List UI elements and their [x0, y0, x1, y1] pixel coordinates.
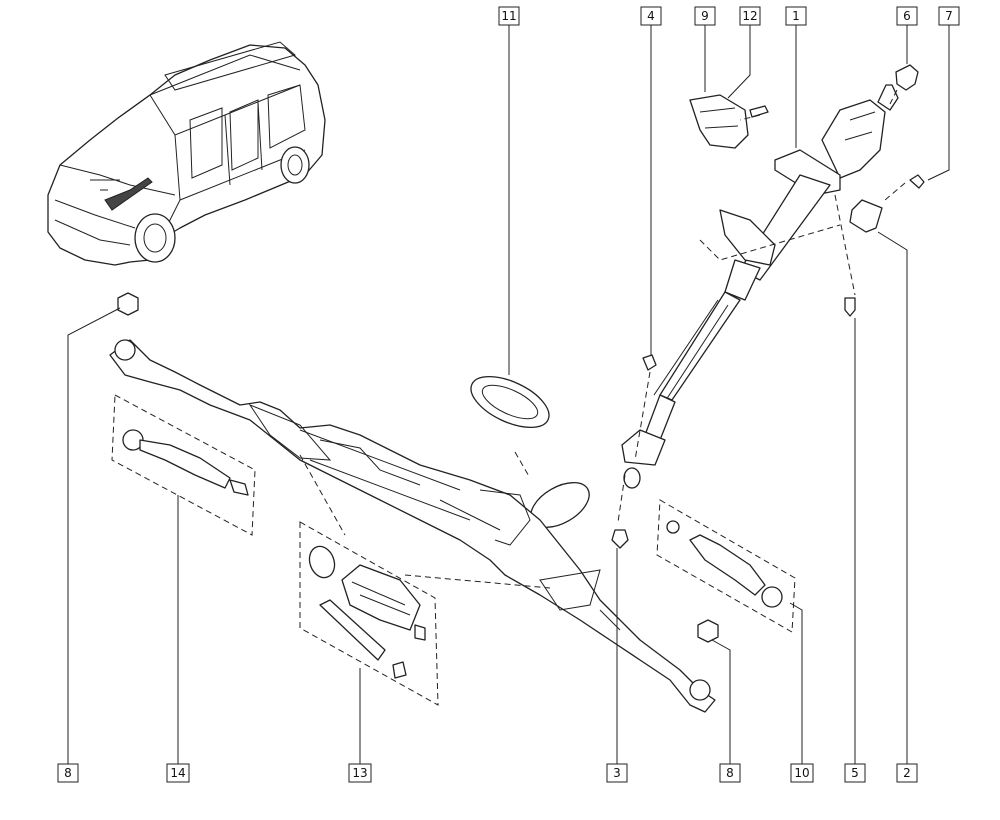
callout-label: 5 [851, 766, 859, 780]
vehicle-illustration [47, 41, 326, 266]
callout-label: 2 [903, 766, 911, 780]
callout-label: 1 [792, 9, 800, 23]
assembly-guide-lines [299, 89, 906, 589]
callout-7: 7 [938, 6, 960, 26]
callout-10: 10 [790, 763, 814, 783]
bellows-boot-kit [299, 521, 439, 706]
nuts [117, 292, 719, 643]
steering-column [621, 84, 899, 489]
callout-label: 11 [501, 9, 516, 23]
leader-lines [67, 25, 950, 764]
tie-rod-end-left-kit [111, 394, 256, 536]
tie-rod-end-right-kit [656, 499, 796, 633]
callout-label: 14 [170, 766, 185, 780]
callout-12: 12 [739, 6, 761, 26]
callout-1: 1 [785, 6, 807, 26]
callout-label: 10 [794, 766, 809, 780]
steering-rack [109, 339, 716, 713]
callout-label: 8 [726, 766, 734, 780]
callout-4: 4 [640, 6, 662, 26]
seal-grommet [470, 375, 590, 528]
callout-6: 6 [896, 6, 918, 26]
callout-label: 12 [742, 9, 757, 23]
callout-label: 7 [945, 9, 953, 23]
callout-2: 2 [896, 763, 918, 783]
callout-label: 9 [701, 9, 709, 23]
callout-label: 8 [64, 766, 72, 780]
callout-8-left: 8 [57, 763, 79, 783]
callout-label: 4 [647, 9, 655, 23]
callout-5: 5 [844, 763, 866, 783]
bolts-center [611, 354, 657, 549]
callout-8-right: 8 [719, 763, 741, 783]
small-parts-upper-right [844, 64, 925, 317]
callout-14: 14 [166, 763, 190, 783]
callout-3: 3 [606, 763, 628, 783]
callout-9: 9 [694, 6, 716, 26]
switch-bracket [689, 94, 769, 149]
callout-label: 13 [352, 766, 367, 780]
callout-13: 13 [348, 763, 372, 783]
callout-11: 11 [498, 6, 520, 26]
callout-label: 3 [613, 766, 621, 780]
callout-label: 6 [903, 9, 911, 23]
